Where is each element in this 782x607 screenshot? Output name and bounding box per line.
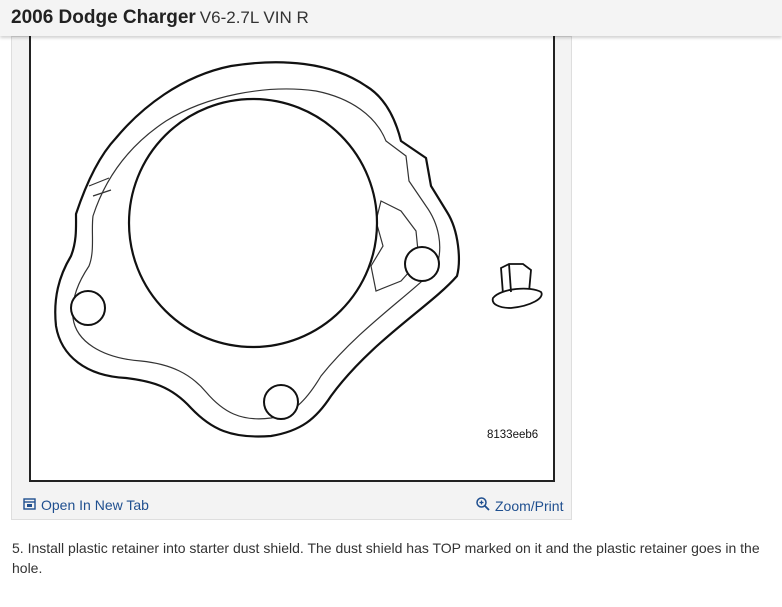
instruction-step-text: 5. Install plastic retainer into starter… <box>12 540 760 576</box>
open-in-new-tab-label: Open In New Tab <box>41 497 149 513</box>
dust-shield-notch <box>88 177 112 197</box>
figure-code: 8133eeb6 <box>487 429 538 441</box>
bolt-hole-right <box>404 246 440 282</box>
zoom-print-label: Zoom/Print <box>495 497 564 514</box>
open-in-new-tab-link[interactable]: Open In New Tab <box>23 497 149 513</box>
bolt-hole-bottom <box>263 384 299 420</box>
zoom-in-icon <box>476 497 490 514</box>
page-header: 2006 Dodge Charger V6-2.7L VIN R <box>0 0 782 36</box>
bolt-hole-left <box>70 290 106 326</box>
main-bore-hole <box>127 97 379 349</box>
dust-shield-outline <box>54 61 460 438</box>
dust-shield-diagram[interactable]: 8133eeb6 <box>29 36 555 482</box>
dust-shield-inner-contour <box>72 88 441 420</box>
dust-shield-rib <box>370 200 420 292</box>
vehicle-title: 2006 Dodge Charger <box>11 7 196 28</box>
zoom-print-link[interactable]: Zoom/Print <box>476 497 563 514</box>
engine-subtitle: V6-2.7L VIN R <box>199 8 309 27</box>
open-tab-icon <box>23 497 36 513</box>
plastic-retainer-icon <box>491 263 543 309</box>
